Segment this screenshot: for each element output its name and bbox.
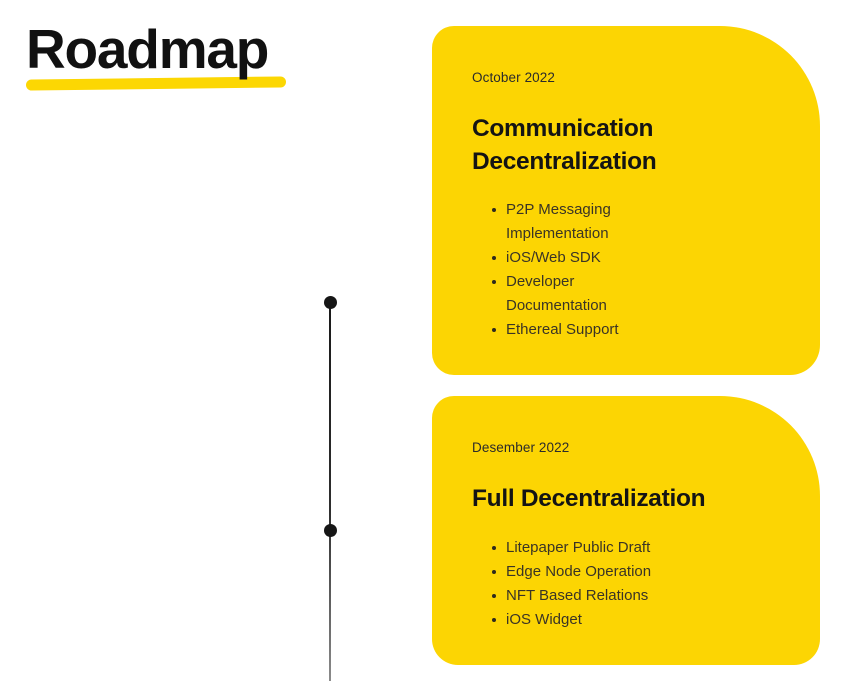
list-item: iOS Widget [492,608,780,632]
list-item: Ethereal Support [492,318,780,342]
milestone-date-2: Desember 2022 [472,440,570,455]
milestone-list-1: P2P Messaging Implementation iOS/Web SDK… [472,198,780,342]
list-item: NFT Based Relations [492,584,780,608]
milestone-list-2: Litepaper Public Draft Edge Node Operati… [472,536,780,632]
list-item: Edge Node Operation [492,560,780,584]
milestone-date-1: October 2022 [472,70,556,85]
milestone-title-2: Full Decentralization [472,485,706,513]
timeline-track [329,302,331,681]
list-item: Litepaper Public Draft [492,536,780,560]
timeline-dot-1[interactable] [323,295,337,309]
milestone-title-1: Communication Decentralization [472,115,657,175]
list-item: Developer Documentation [492,270,666,318]
list-item: iOS/Web SDK [492,246,780,270]
list-item: P2P Messaging Implementation [492,198,666,246]
page-title-group: Roadmap [25,18,287,91]
timeline-dot-2[interactable] [323,523,337,537]
milestone-card-2[interactable]: Desember 2022 Full Decentralization Lite… [432,396,820,665]
page-title: Roadmap [26,18,269,80]
milestone-card-1[interactable]: October 2022 Communication Decentralizat… [432,26,820,375]
